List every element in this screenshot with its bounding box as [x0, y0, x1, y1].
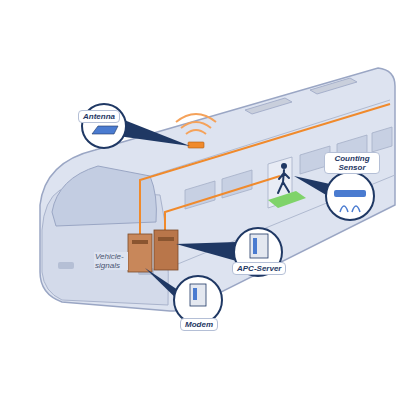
server-cabinet — [128, 234, 152, 272]
cabinet-detail — [158, 237, 174, 241]
wave-arc — [181, 122, 211, 128]
passenger — [278, 163, 289, 193]
cabinet-detail — [132, 240, 148, 244]
antenna-icon — [92, 126, 118, 134]
wave-arc — [186, 130, 206, 134]
modem-icon-detail — [193, 288, 197, 300]
sensor-beam — [340, 206, 360, 212]
leader-wedge — [176, 242, 240, 262]
callout-label: Modem — [180, 318, 218, 331]
head — [281, 163, 287, 169]
callout-text: Antenna — [83, 112, 115, 121]
callout-label: Counting Sensor — [324, 152, 380, 174]
callout-label: Antenna — [78, 110, 120, 123]
headlight — [58, 262, 74, 269]
sensor-icon — [334, 190, 366, 197]
modem-icon — [190, 284, 206, 306]
body — [278, 170, 289, 193]
callout-label: APC-Server — [232, 262, 286, 275]
window — [222, 170, 252, 198]
signal-label: Vehicle-signals — [94, 252, 128, 270]
cable — [140, 104, 390, 236]
wave-arc — [176, 114, 216, 122]
train-body — [40, 68, 395, 311]
window — [372, 127, 392, 152]
cable — [165, 176, 280, 236]
radio-waves — [176, 114, 216, 134]
floor-sensor-area — [268, 191, 306, 208]
callout-text: Modem — [185, 320, 213, 329]
server-icon-detail — [253, 238, 257, 254]
callout-circle — [234, 228, 282, 276]
roof-box — [245, 98, 292, 114]
roof-box — [310, 78, 357, 94]
callout-circle — [174, 276, 222, 324]
callout-text: Counting Sensor — [329, 154, 375, 172]
callout-text: APC-Server — [237, 264, 281, 273]
antenna-unit — [188, 142, 204, 148]
leader-wedges — [114, 116, 338, 308]
modem-cabinet — [154, 230, 178, 270]
server-icon — [250, 234, 268, 258]
callout-circle — [326, 172, 374, 220]
callout-circles — [82, 104, 374, 324]
